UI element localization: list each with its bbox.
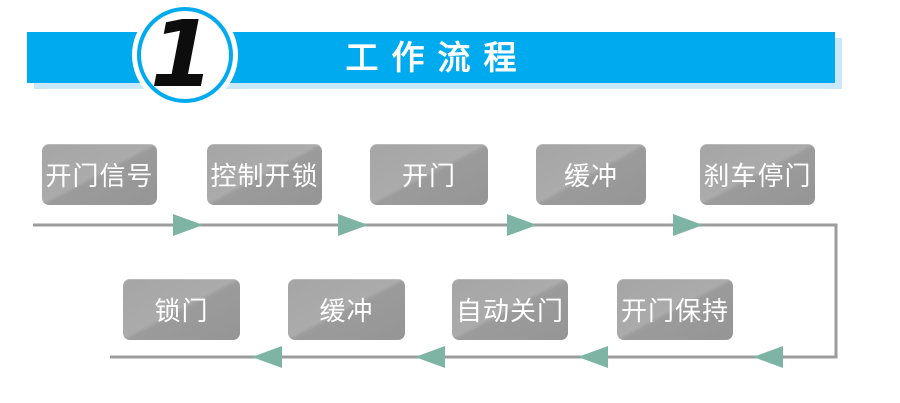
flow-step-buffer-1: 缓冲 xyxy=(536,144,646,205)
flow-step-label: 开门信号 xyxy=(45,161,154,191)
flow-step-auto-close-door: 自动关门 xyxy=(452,279,568,340)
arrow-right-icon xyxy=(173,214,203,236)
flow-step-open-door: 开门 xyxy=(370,144,488,205)
flow-step-label: 锁门 xyxy=(154,296,209,326)
step-number: 1 xyxy=(149,1,214,108)
flow-step-door-open-hold: 开门保持 xyxy=(617,279,733,340)
flow-step-door-open-signal: 开门信号 xyxy=(42,144,157,205)
flow-step-label: 刹车停门 xyxy=(703,161,812,191)
flow-step-control-unlock: 控制开锁 xyxy=(207,144,322,205)
arrow-right-icon xyxy=(507,214,537,236)
flow-step-buffer-2: 缓冲 xyxy=(288,279,405,340)
page-title: 工作流程 xyxy=(345,39,530,76)
flow-step-label: 自动关门 xyxy=(455,296,564,326)
flow-line xyxy=(33,223,838,359)
flow-step-label: 开门 xyxy=(401,161,456,191)
flow-step-brake-stop-door: 刹车停门 xyxy=(700,144,815,205)
step-number-badge: 1 xyxy=(137,7,233,103)
flow-step-label: 控制开锁 xyxy=(210,161,319,191)
flow-step-label: 开门保持 xyxy=(620,296,729,326)
flow-step-lock-door: 锁门 xyxy=(123,279,240,340)
arrow-left-icon xyxy=(415,346,445,368)
arrow-left-icon xyxy=(578,346,608,368)
arrow-right-icon xyxy=(673,214,703,236)
arrow-left-icon xyxy=(753,346,783,368)
flow-step-label: 缓冲 xyxy=(563,161,618,191)
arrow-left-icon xyxy=(252,346,282,368)
flow-step-label: 缓冲 xyxy=(319,296,374,326)
arrow-right-icon xyxy=(338,214,368,236)
